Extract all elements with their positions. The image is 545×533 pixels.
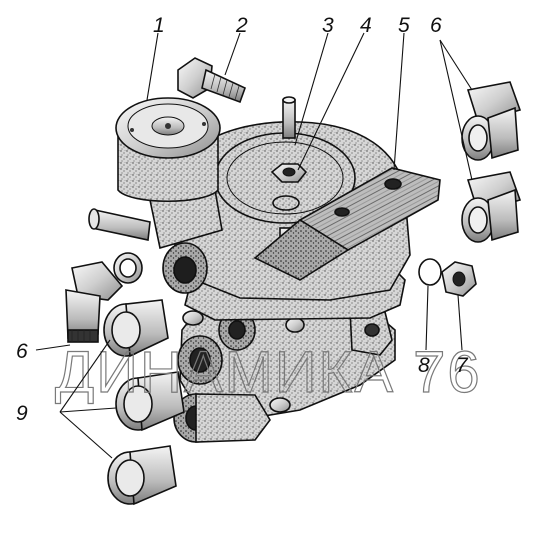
seal-ring <box>113 252 143 284</box>
bracket <box>253 167 441 281</box>
callout-9: 9 <box>16 402 28 425</box>
callout-7: 7 <box>456 354 469 377</box>
callout-8: 8 <box>418 354 430 377</box>
valve-body <box>149 121 411 443</box>
port-fitting <box>461 81 522 161</box>
bolt <box>177 57 246 104</box>
nut <box>270 163 308 183</box>
callout-6-left: 6 <box>16 340 28 363</box>
callout-1: 1 <box>153 14 165 37</box>
guide-pin <box>88 208 151 241</box>
leader-lines <box>35 32 473 459</box>
nut <box>441 261 477 297</box>
port-fitting <box>103 299 169 358</box>
port-fitting <box>107 445 177 506</box>
callout-4: 4 <box>360 14 372 37</box>
spring-washer <box>272 195 300 211</box>
callout-3: 3 <box>322 14 334 37</box>
watermark: ДИНАМИКА 76 <box>55 340 482 405</box>
diaphragm-cover <box>115 97 221 202</box>
port-fitting <box>461 171 522 243</box>
elbow-fitting <box>65 261 124 343</box>
callout-5: 5 <box>398 14 410 37</box>
port-fitting <box>115 371 185 432</box>
callout-6-top: 6 <box>430 14 442 37</box>
spring-washer <box>418 258 442 286</box>
callout-2: 2 <box>235 14 248 37</box>
